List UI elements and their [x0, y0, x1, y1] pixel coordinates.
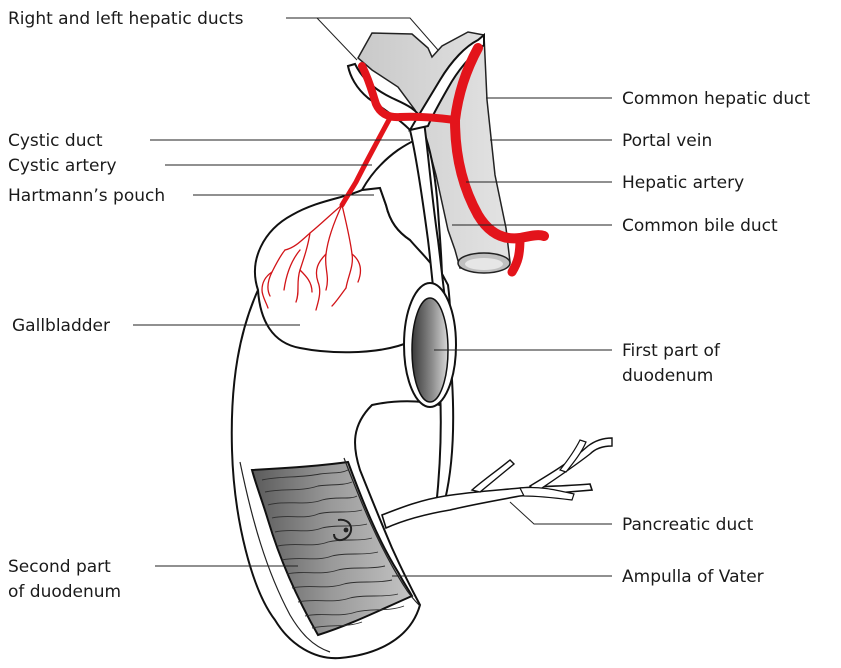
label-first-part-line2: duodenum: [622, 366, 713, 386]
label-portal-vein: Portal vein: [622, 131, 712, 151]
label-common-hepatic-duct: Common hepatic duct: [622, 89, 810, 109]
label-hepatic-ducts: Right and left hepatic ducts: [8, 9, 244, 29]
label-common-bile-duct: Common bile duct: [622, 216, 778, 236]
label-hepatic-artery: Hepatic artery: [622, 173, 744, 193]
label-cystic-duct: Cystic duct: [8, 131, 103, 151]
label-ampulla: Ampulla of Vater: [622, 567, 764, 587]
label-cystic-artery: Cystic artery: [8, 156, 117, 176]
label-pancreatic-duct: Pancreatic duct: [622, 515, 754, 535]
label-second-part-line1: Second part: [8, 557, 111, 577]
first-part-duodenum-opening: [404, 283, 456, 407]
label-first-part-line1: First part of: [622, 341, 721, 361]
label-gallbladder: Gallbladder: [12, 316, 110, 336]
label-second-part-line2: of duodenum: [8, 582, 121, 602]
label-hartmanns-pouch: Hartmann’s pouch: [8, 186, 165, 206]
